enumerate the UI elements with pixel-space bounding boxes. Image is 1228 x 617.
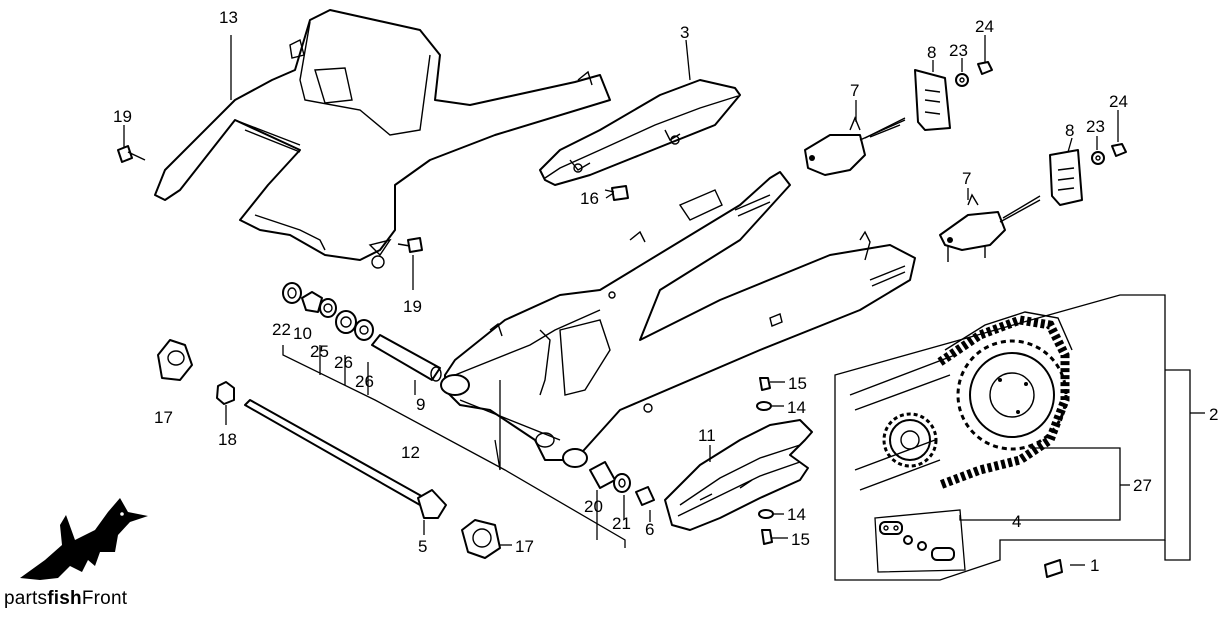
- pivot-bolt-part-5[interactable]: [244, 399, 447, 519]
- collar-part-20[interactable]: [589, 461, 616, 489]
- callout-22: 22: [272, 320, 291, 339]
- bearing-part-25[interactable]: [319, 298, 337, 318]
- collar-part-6[interactable]: [635, 486, 655, 506]
- partsfish-logo-fish: [20, 498, 148, 580]
- callout-8-lower: 8: [1065, 121, 1074, 140]
- callout-20: 20: [584, 497, 603, 516]
- callout-13: 13: [219, 8, 238, 27]
- washer-part-23-lower[interactable]: [1091, 151, 1105, 165]
- callout-17-left: 17: [154, 408, 173, 427]
- callout-23-upper: 23: [949, 41, 968, 60]
- chain-joint-outline: [874, 509, 966, 573]
- callout-21: 21: [612, 514, 631, 533]
- washer-part-14-upper[interactable]: [756, 401, 772, 411]
- swingarm-body[interactable]: [440, 171, 916, 468]
- pivot-collar-part-9[interactable]: [371, 334, 442, 382]
- callout-19-upper: 19: [113, 107, 132, 126]
- chain-case-part-3[interactable]: [539, 79, 741, 186]
- callout-23-lower: 23: [1086, 117, 1105, 136]
- callout-14-lower: 14: [787, 505, 806, 524]
- pivot-nut-part-18[interactable]: [216, 381, 235, 405]
- callout-11: 11: [698, 426, 716, 445]
- dust-seal-part-22[interactable]: [282, 282, 302, 304]
- callout-19-lower: 19: [403, 297, 422, 316]
- rear-sprocket[interactable]: [956, 339, 1068, 451]
- callout-16: 16: [580, 189, 599, 208]
- adjuster-plate-part-8-upper[interactable]: [914, 69, 951, 131]
- chain-kit-outline: [834, 294, 1166, 581]
- callout-6: 6: [645, 520, 654, 539]
- pivot-cap-part-17-left[interactable]: [157, 339, 193, 381]
- callout-14-upper: 14: [787, 398, 806, 417]
- bolt-part-15-lower[interactable]: [761, 529, 773, 545]
- bearing-part-26-a[interactable]: [335, 310, 357, 334]
- callout-18: 18: [218, 430, 237, 449]
- callout-12: 12: [401, 443, 420, 462]
- bearing-part-26-b[interactable]: [354, 319, 374, 341]
- chain-adjuster-part-7-upper[interactable]: [804, 116, 906, 176]
- rear-fender-part-13[interactable]: [154, 9, 611, 269]
- chain-joint-part-4[interactable]: [879, 521, 955, 561]
- washer-part-14-lower[interactable]: [758, 509, 774, 519]
- callout-1: 1: [1090, 556, 1099, 575]
- brand-prefix: parts: [4, 588, 48, 609]
- chain-adjuster-part-7-lower[interactable]: [939, 193, 1041, 262]
- callout-15-upper: 15: [788, 374, 807, 393]
- pivot-cap-part-17-right[interactable]: [461, 519, 501, 559]
- bolt-part-16[interactable]: [604, 185, 629, 201]
- leader-lines: [123, 35, 1205, 566]
- callout-27: 27: [1133, 476, 1152, 495]
- dust-seal-part-21[interactable]: [613, 473, 631, 493]
- brand-bold: fish: [47, 588, 82, 609]
- nut-part-24-upper[interactable]: [977, 61, 993, 75]
- callout-5: 5: [418, 537, 427, 556]
- callout-10: 10: [293, 324, 312, 343]
- bolt-part-15-upper[interactable]: [759, 377, 771, 391]
- callout-2: 2: [1209, 405, 1218, 424]
- callout-25: 25: [310, 342, 329, 361]
- adjuster-plate-part-8-lower[interactable]: [1049, 149, 1083, 206]
- callout-17-right: 17: [515, 537, 534, 556]
- callout-26-a: 26: [334, 353, 353, 372]
- callout-8-upper: 8: [927, 43, 936, 62]
- nut-part-24-lower[interactable]: [1111, 143, 1127, 157]
- drive-chain-part-27[interactable]: [937, 311, 1073, 490]
- callout-7-upper: 7: [850, 81, 859, 100]
- callout-26-b: 26: [355, 372, 374, 391]
- callout-4: 4: [1012, 512, 1021, 531]
- drive-sprocket[interactable]: [882, 412, 938, 468]
- callout-3: 3: [680, 23, 689, 42]
- collar-part-10[interactable]: [301, 291, 323, 313]
- brand-suffix: Front: [81, 588, 128, 609]
- partsfish-brand-text: partsfishFront: [4, 588, 127, 610]
- callout-15-lower: 15: [791, 530, 810, 549]
- chain-slider-part-11[interactable]: [664, 419, 813, 531]
- callout-24-lower: 24: [1109, 92, 1128, 111]
- label-part-1[interactable]: [1044, 559, 1063, 578]
- callout-labels: 13 19 19 3 16 7 8 23 24 7 8 23 24 22 10 …: [113, 8, 1218, 575]
- callout-7-lower: 7: [962, 169, 971, 188]
- bolt-part-19-upper[interactable]: [117, 145, 146, 163]
- bolt-part-19-lower[interactable]: [397, 237, 423, 253]
- washer-part-23-upper[interactable]: [955, 73, 969, 87]
- callout-9: 9: [416, 395, 425, 414]
- callout-24-upper: 24: [975, 17, 994, 36]
